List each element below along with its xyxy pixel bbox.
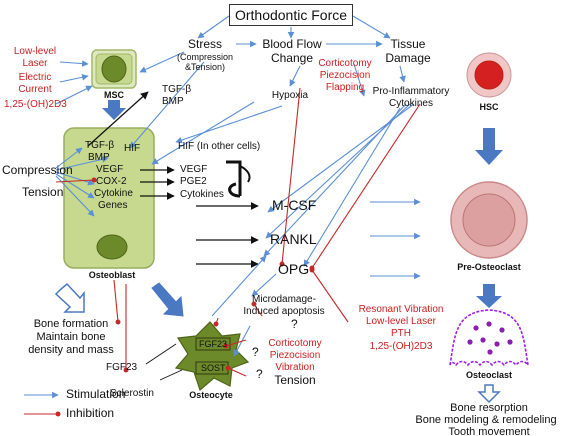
hsc-cell [466, 52, 512, 98]
msc-cell [91, 49, 137, 89]
sclerostin-label: Sclerostin [110, 388, 154, 399]
tissue-damage-label: Tissue [390, 37, 426, 51]
tension-bottom: Tension [274, 373, 316, 387]
cortico-bottom-1: Corticotomy [268, 338, 322, 349]
cortico-top-2: Piezocision [319, 70, 371, 81]
inhibition-lines [24, 87, 421, 417]
microdamage-qmark: ? [291, 317, 298, 331]
bracket [226, 160, 242, 198]
preosteoclast-cell [450, 181, 528, 259]
bracket-note [239, 165, 251, 183]
hypoxia-label: Hypoxia [271, 90, 309, 101]
legend-stimulation-label: Stimulation [66, 387, 126, 401]
resonant-1: Resonant Vibration [358, 304, 444, 315]
mcsf-label: M-CSF [272, 197, 317, 213]
tgfb-out: TGF-β [162, 84, 192, 95]
left-red-1: Low-level [13, 46, 57, 57]
microdamage-1: Microdamage- [252, 294, 316, 305]
stress-label: Stress [187, 37, 222, 51]
osteocyte-label: Osteocyte [189, 390, 233, 400]
bone-resorption-2: Bone modeling & remodeling [415, 414, 557, 426]
pro-inflam-label: Pro-Inflammatory [372, 86, 450, 97]
bone-resorption-3: Tooth movement [448, 426, 530, 436]
cortico-bottom-2: Piezocision [269, 350, 321, 361]
bone-formation-2: Maintain bone [36, 331, 106, 343]
hsc-to-preosteoclast-arrow [475, 128, 503, 165]
cell-genes: Genes [98, 200, 128, 211]
tension-label: Tension [22, 185, 64, 199]
compression-label: Compression [2, 163, 73, 177]
osteoblast-to-osteocyte-arrow [151, 282, 184, 317]
cortico-bottom-3: Vibration [275, 362, 315, 373]
osteoclast-label: Osteoclast [465, 370, 513, 380]
osteoblast-to-formation-arrow [54, 282, 85, 313]
bone-resorption-1: Bone resorption [450, 402, 528, 414]
out-vegf: VEGF [180, 164, 208, 175]
out-cytokines: Cytokines [180, 189, 224, 200]
cell-vegf: VEGF [96, 164, 124, 175]
hsc-label: HSC [479, 102, 499, 112]
fgf23-cell: FGF23 [199, 339, 228, 349]
sost-cell: SOST [201, 363, 226, 373]
qmark-lower: ? [256, 367, 263, 381]
cell-tgfb: TGF-β [85, 140, 115, 151]
sclerostin-line [159, 369, 183, 381]
bmp-out: BMP [162, 96, 184, 107]
bone-formation-1: Bone formation [33, 318, 109, 330]
rankl-label: RANKL [270, 231, 317, 247]
cell-bmp: BMP [88, 152, 110, 163]
stress-sub: (Compression [176, 52, 234, 62]
tissue-damage-label2: Damage [385, 51, 431, 65]
cell-cox2: COX-2 [96, 176, 127, 187]
pro-inflam-label2: Cytokines [389, 98, 433, 109]
stress-sub2: &Tension) [184, 62, 226, 72]
msc-label: MSC [104, 90, 124, 100]
osteocyte-cell [174, 321, 250, 392]
microdamage-2: Induced apoptosis [243, 306, 325, 317]
preosteoclast-to-osteoclast-arrow [476, 284, 502, 308]
osteoclast-to-resorption-arrow [477, 384, 501, 404]
black-arrows [87, 91, 259, 268]
legend-inhibition-label: Inhibition [66, 406, 115, 420]
out-pge2: PGE2 [180, 176, 207, 187]
blood-flow-label: Blood Flow [262, 37, 322, 51]
hif-other-label: HIF (In other cells) [178, 141, 261, 152]
resonant-4: 1,25-(OH)2D3 [369, 341, 433, 352]
blood-flow-label2: Change [270, 51, 314, 65]
osteoclast-cell [449, 309, 530, 368]
orthodontic-force-title: Orthodontic Force [229, 4, 353, 26]
left-red-4: Current [18, 84, 52, 95]
fgf23-left: FGF23 [106, 362, 138, 373]
cortico-top-3: Flapping [325, 82, 365, 93]
left-red-5: 1,25-(OH)2D3 [4, 99, 67, 110]
resonant-2: Low-level Laser [365, 316, 437, 327]
preosteoclast-label: Pre-Osteoclast [457, 262, 521, 272]
left-red-2: Laser [22, 58, 48, 69]
cell-hif: HIF [124, 143, 141, 154]
stimulation-arrows [24, 15, 421, 399]
fgf23-line [145, 343, 177, 365]
qmark-upper: ? [252, 345, 259, 359]
msc-to-osteoblast-arrow [102, 100, 126, 120]
cell-cytokine: Cytokine [94, 188, 133, 199]
resonant-3: PTH [391, 328, 411, 339]
osteoblast-label: Osteoblast [88, 270, 136, 280]
bone-formation-3: density and mass [28, 344, 114, 356]
cortico-top-1: Corticotomy [318, 58, 372, 69]
left-red-3: Electric [18, 72, 52, 83]
opg-label: OPG [278, 261, 310, 277]
osteocyte-to-rankl [211, 255, 267, 317]
